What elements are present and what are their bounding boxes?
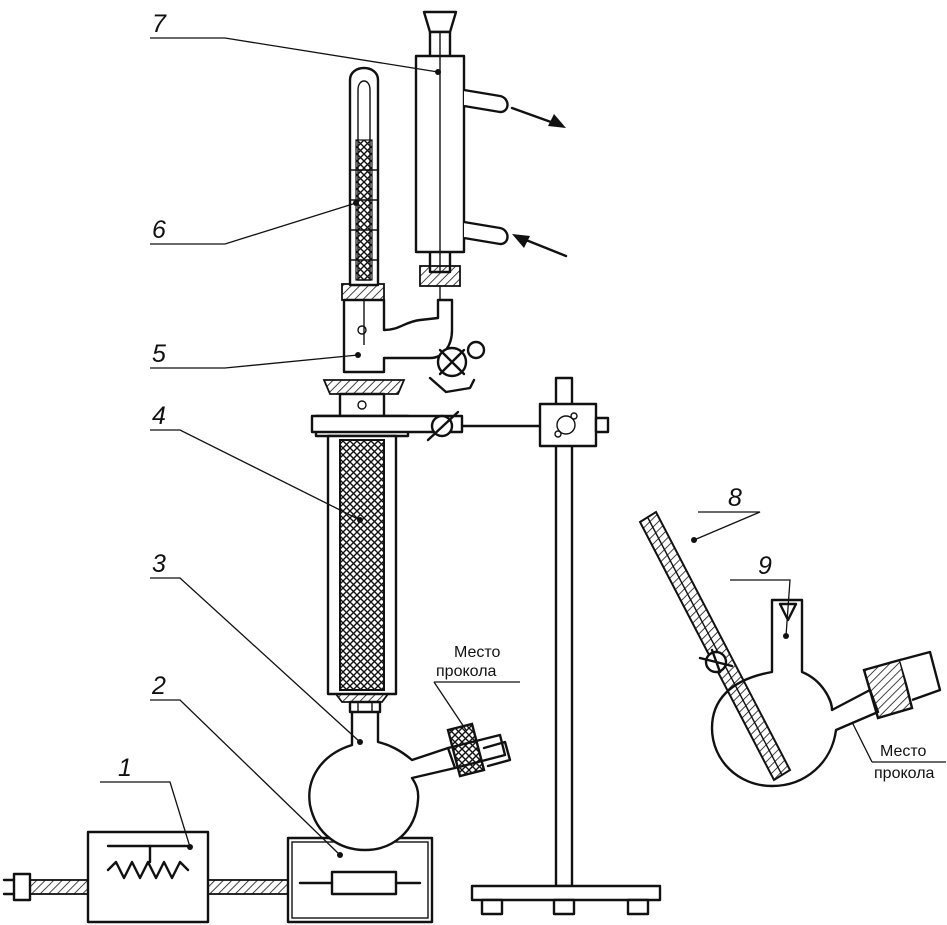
callout-1: 1 [118, 754, 132, 782]
callout-4: 4 [152, 402, 166, 430]
arrow-in-icon [512, 234, 568, 258]
puncture-label-line1: Место [454, 644, 501, 661]
column-clamp [310, 410, 542, 442]
support-stand [470, 376, 662, 916]
callout-9: 9 [758, 552, 772, 580]
puncture-label-side-line1: Место [880, 743, 927, 760]
thermometer [348, 66, 380, 287]
packed-column [314, 379, 410, 703]
callout-2: 2 [151, 672, 166, 700]
callout-3: 3 [152, 550, 166, 578]
reflux-condenser [414, 10, 509, 300]
puncture-label-side: Место прокола [874, 743, 935, 782]
distillation-flask [308, 700, 512, 852]
still-head [341, 283, 486, 394]
stopcock-icon [428, 340, 486, 394]
callout-8: 8 [728, 484, 742, 512]
puncture-label-side-line2: прокола [874, 765, 935, 782]
electric-heater [286, 836, 434, 924]
power-plug-icon [2, 872, 32, 902]
puncture-label-line2: прокола [436, 663, 497, 680]
callout-7: 7 [152, 10, 167, 38]
leader-lines [100, 37, 946, 856]
callout-numbers: 7 6 5 4 3 2 1 8 9 [118, 10, 772, 782]
voltage-regulator [86, 830, 210, 924]
puncture-label-main: Место прокола [436, 644, 501, 680]
arrow-out-icon [510, 106, 566, 128]
callout-6: 6 [152, 216, 166, 244]
callout-5: 5 [152, 340, 166, 368]
